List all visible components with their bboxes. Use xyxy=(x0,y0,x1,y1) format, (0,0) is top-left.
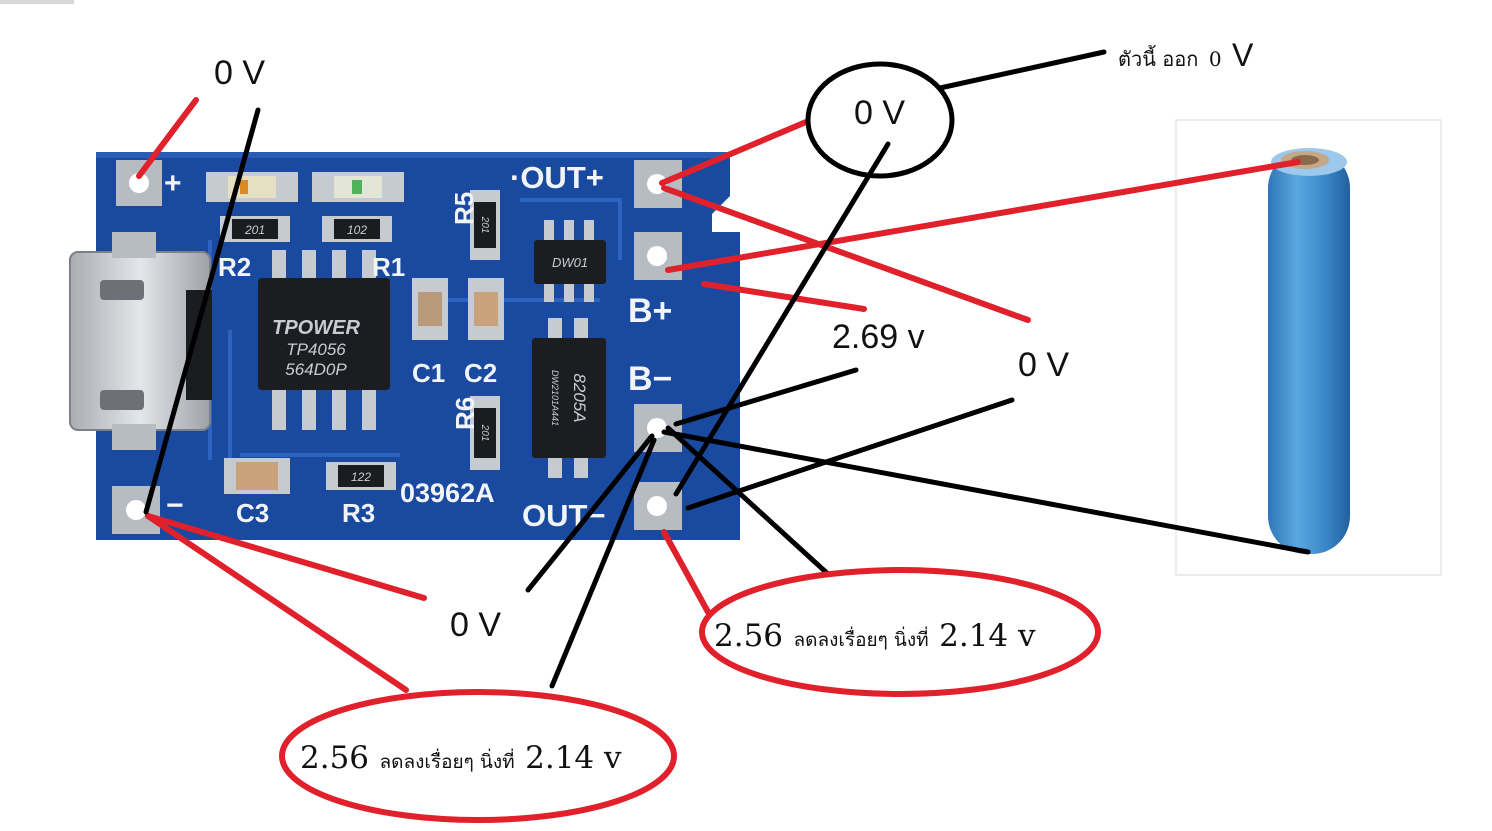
pad-b-minus xyxy=(634,404,682,452)
silk-c1: C1 xyxy=(412,358,445,388)
corner-mark xyxy=(0,0,74,4)
capacitor-c2 xyxy=(468,278,504,340)
led-red xyxy=(206,172,298,202)
resistor-r2: 201 xyxy=(220,216,290,242)
silk-r5: R5 xyxy=(449,192,479,225)
pad-out-minus xyxy=(634,482,682,530)
label-out-plus-voltage: 0 V xyxy=(854,94,905,132)
resistor-r6-code: 201 xyxy=(479,424,490,442)
chip-dw01: DW01 xyxy=(534,220,606,302)
label-minus-pad-voltage: 0 V xyxy=(450,606,501,644)
chip-tp4056: TPOWER TP4056 564D0P xyxy=(258,250,390,430)
note-br-end: 2.14 v xyxy=(939,618,1036,654)
pad-b-plus xyxy=(634,232,682,280)
battery-photo xyxy=(1175,119,1442,576)
capacitor-c3 xyxy=(224,458,290,494)
chip-8205a-lot: DW2101A441 xyxy=(550,370,560,426)
silk-b-minus: B− xyxy=(628,360,672,398)
black-annotation-lines xyxy=(143,49,1311,689)
silk-plus: + xyxy=(164,167,182,200)
resistor-r3-code: 122 xyxy=(351,470,371,484)
resistor-r2-code: 201 xyxy=(244,223,265,237)
silk-board-code: 03962A xyxy=(400,478,495,508)
silk-r6: R6 xyxy=(450,397,480,430)
black-circle-out-plus xyxy=(805,61,955,179)
pad-out-plus xyxy=(634,160,682,208)
led-green xyxy=(312,172,404,202)
note-thai-text: ตัวนี้ ออก xyxy=(1118,45,1198,71)
silk-c3: C3 xyxy=(236,498,269,528)
chip-tp4056-lot: 564D0P xyxy=(285,360,347,379)
red-annotation-lines xyxy=(136,97,1301,693)
note-bl-thai: ลดลงเรื่อยๆ นิ่งที่ xyxy=(379,748,514,773)
note-volt: V xyxy=(1232,37,1254,73)
chip-tp4056-brand: TPOWER xyxy=(272,317,360,339)
chip-8205a-model: 8205A xyxy=(570,373,589,422)
red-ellipse-bottom-left xyxy=(279,689,677,823)
note-zero: 0 xyxy=(1209,47,1222,71)
resistor-r6: 201 xyxy=(470,396,500,470)
silk-r2: R2 xyxy=(218,252,251,282)
silk-b-plus: B+ xyxy=(628,292,672,330)
resistor-r3: 122 xyxy=(326,462,396,490)
note-bottom-right: 2.56 ลดลงเรื่อยๆ นิ่งที่ 2.14 v xyxy=(714,618,1036,654)
note-bl-end: 2.14 v xyxy=(525,740,622,776)
silk-r3: R3 xyxy=(342,498,375,528)
resistor-r1: 102 xyxy=(322,216,392,242)
label-b-minus-reading: 0 V xyxy=(1018,346,1069,384)
label-out-plus-note: ตัวนี้ ออก 0 V xyxy=(1118,37,1254,73)
note-br-start: 2.56 xyxy=(714,618,783,654)
silk-r1: R1 xyxy=(372,252,405,282)
silk-out-minus: OUT− xyxy=(522,498,606,533)
label-b-plus-reading: 2.69 v xyxy=(832,318,925,356)
note-bottom-left: 2.56 ลดลงเรื่อยๆ นิ่งที่ 2.14 v xyxy=(300,740,622,776)
battery-cell xyxy=(1268,150,1350,554)
silk-c2: C2 xyxy=(464,358,497,388)
label-plus-pad-voltage: 0 V xyxy=(214,54,265,92)
chip-8205a: 8205A DW2101A441 xyxy=(532,318,606,478)
chip-dw01-label: DW01 xyxy=(552,255,588,270)
silk-minus: − xyxy=(166,489,184,522)
note-br-thai: ลดลงเรื่อยๆ นิ่งที่ xyxy=(793,626,928,651)
resistor-r5-code: 201 xyxy=(479,216,490,234)
pad-plus xyxy=(116,160,162,206)
tp4056-charger-board: 201 102 201 201 122 xyxy=(69,152,740,540)
capacitor-c1 xyxy=(412,278,448,340)
resistor-r1-code: 102 xyxy=(347,223,367,237)
resistor-r5: 201 xyxy=(470,190,500,260)
micro-usb-connector xyxy=(69,232,212,450)
silk-out-plus: ·OUT+ xyxy=(510,160,604,195)
note-bl-start: 2.56 xyxy=(300,740,369,776)
chip-tp4056-model: TP4056 xyxy=(286,340,346,359)
red-ellipse-bottom-right xyxy=(699,567,1101,697)
